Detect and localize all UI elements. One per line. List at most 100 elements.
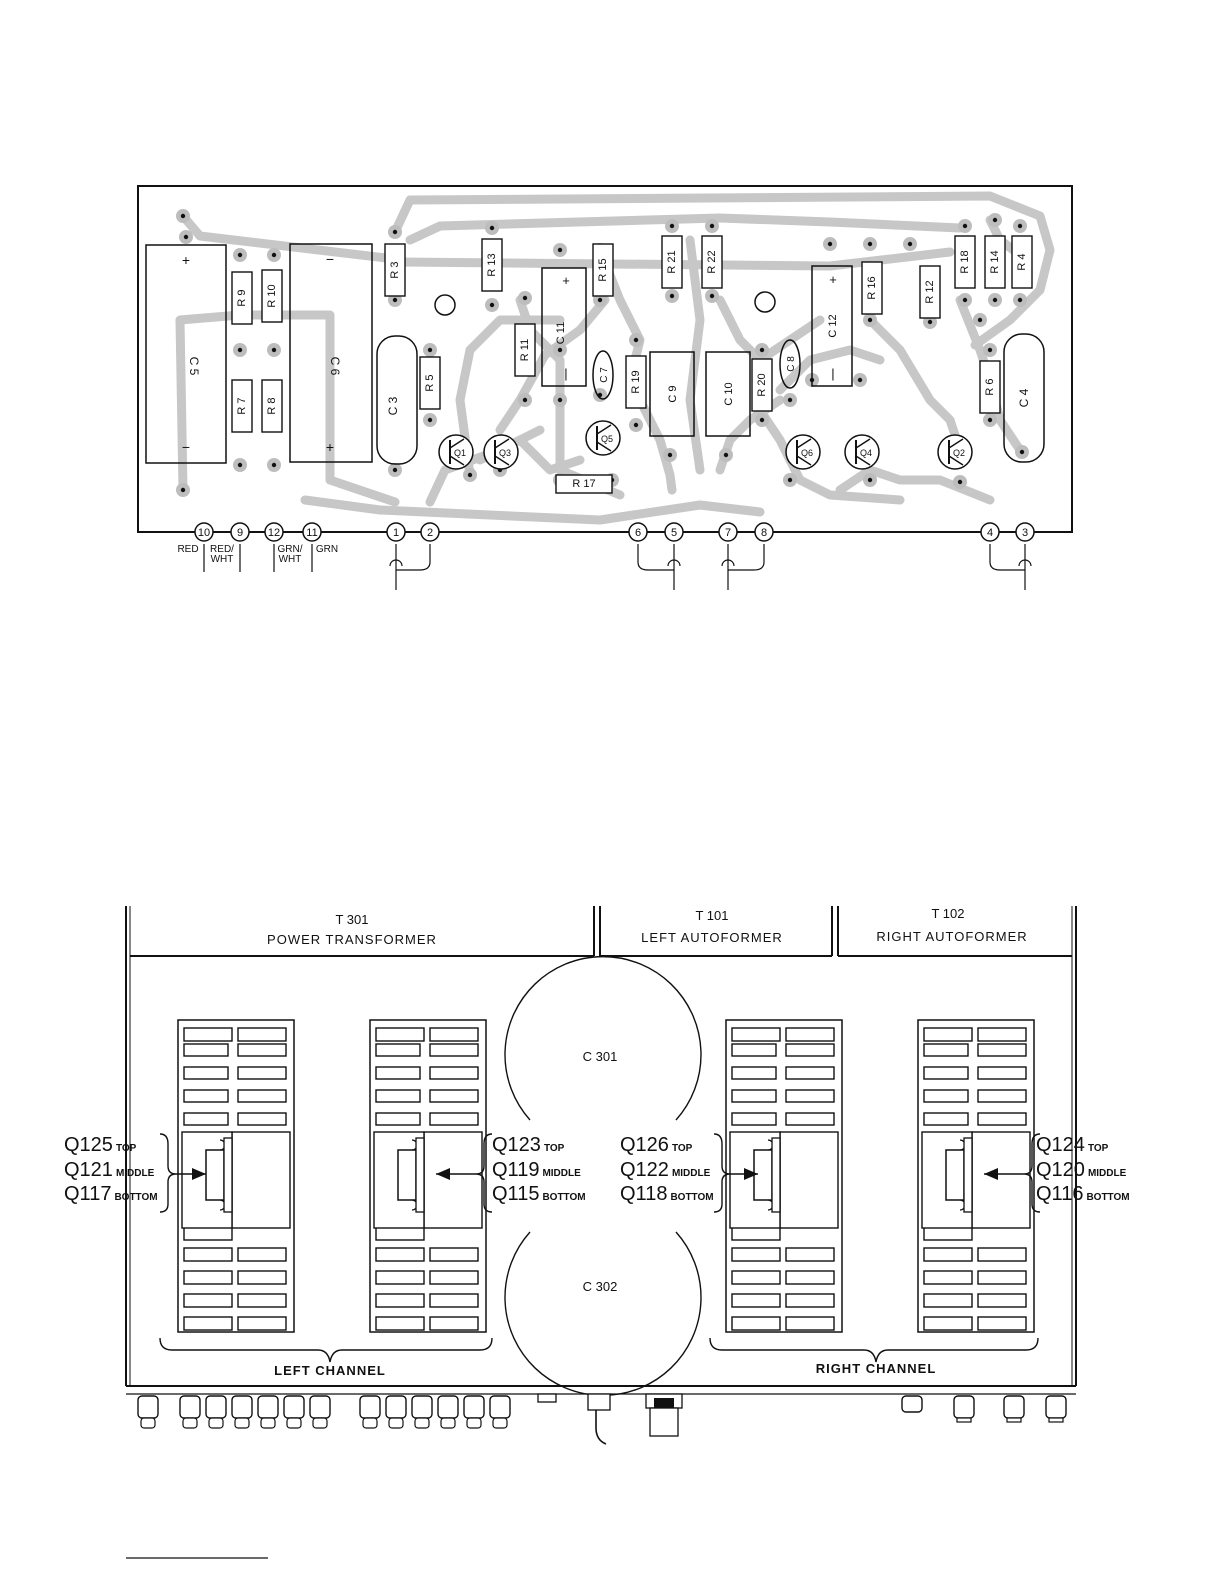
transistor-callout-position: BOTTOM	[670, 1192, 713, 1203]
heatsink-fin	[785, 1270, 835, 1285]
pcb-pad-hole	[857, 377, 863, 383]
heatsink-channel	[971, 1131, 1031, 1229]
pcb-pad-hole	[237, 347, 243, 353]
terminal-number: 7	[725, 527, 731, 539]
rca-jack	[385, 1395, 407, 1419]
power-transistor-tab	[963, 1137, 973, 1213]
pcb-pad-hole	[669, 293, 675, 299]
heatsink-fin	[183, 1043, 229, 1057]
heatsink-fin	[785, 1043, 835, 1057]
pcb-pad-hole	[557, 347, 563, 353]
heatsink-fin	[923, 1027, 973, 1042]
callout-brace	[159, 1133, 177, 1213]
resistor-body	[481, 238, 503, 292]
rca-jack	[489, 1395, 511, 1419]
terminal	[664, 522, 684, 542]
heatsink-fin	[731, 1027, 781, 1042]
resistor-label: R 5	[424, 374, 436, 391]
resistor-label: R 6	[984, 378, 996, 395]
resistor-label: R 15	[597, 258, 609, 281]
resistor-label: R 20	[756, 373, 768, 396]
resistor-body	[701, 235, 723, 289]
channel-braces	[159, 1337, 1039, 1363]
transistor-callout-position: MIDDLE	[672, 1168, 711, 1179]
heatsink-fin	[429, 1293, 479, 1308]
pcb-pad-hole	[489, 302, 495, 308]
capacitor-c9-body	[649, 351, 695, 437]
label-c12: C 12	[827, 314, 839, 337]
resistor-body	[1011, 235, 1033, 289]
pcb-pad-hole	[467, 472, 473, 478]
pcb-pad-hole	[759, 347, 765, 353]
pcb-pad-hole	[962, 297, 968, 303]
heatsink-fin	[183, 1112, 229, 1126]
resistor-body	[231, 271, 253, 325]
transformer-t101-name: LEFT AUTOFORMER	[641, 930, 783, 945]
heatsink-fin	[183, 1089, 229, 1103]
resistor-body	[261, 269, 283, 323]
transistor-callout-id: Q117	[64, 1183, 111, 1205]
pcb-pad-hole	[392, 229, 398, 235]
capacitor-c302-outline	[504, 1231, 702, 1396]
transistor-callout-position: MIDDLE	[542, 1168, 581, 1179]
pcb-pad-hole	[427, 417, 433, 423]
heatsink-fin	[237, 1089, 287, 1103]
capacitor-c301-label: C 301	[583, 1049, 618, 1064]
speaker-terminal-base	[1006, 1417, 1022, 1423]
transistor-body	[785, 434, 821, 470]
heatsink-fin	[375, 1293, 425, 1308]
transistor-callout-id: Q121	[64, 1159, 113, 1181]
polarity-c6-plus: +	[326, 439, 334, 455]
chassis-outline	[125, 906, 1077, 1395]
heatsink-fin	[785, 1316, 835, 1331]
transistor-label: Q2	[953, 448, 965, 458]
pcb-pad-hole	[237, 252, 243, 258]
ac-outlet-face	[654, 1398, 674, 1408]
heatsink-fin	[375, 1043, 421, 1057]
transistor-collector	[796, 438, 812, 449]
label-c10: C 10	[723, 382, 735, 405]
resistor-label: R 13	[486, 253, 498, 276]
pcb-pad-hole	[827, 241, 833, 247]
power-transistor-package	[205, 1149, 225, 1201]
rca-jack	[359, 1395, 381, 1419]
transistor-body	[937, 434, 973, 470]
power-cord-strain-relief	[587, 1393, 611, 1411]
terminal	[264, 522, 284, 542]
heatsink-fin	[375, 1316, 425, 1331]
transistor-callout-id: Q125	[64, 1134, 113, 1156]
heatsink-fin	[237, 1112, 287, 1126]
pcb-pad-hole	[992, 217, 998, 223]
pcb-pad-hole	[557, 247, 563, 253]
pcb-pad-hole	[867, 477, 873, 483]
transistor-collector	[494, 438, 510, 449]
heatsink-channel	[779, 1131, 839, 1229]
rca-jack	[137, 1395, 159, 1419]
transistor-body	[585, 420, 621, 456]
resistor-label: R 9	[236, 289, 248, 306]
polarity-c11-plus: +	[562, 273, 570, 288]
terminal-number: 6	[635, 527, 641, 539]
heatsink-fin	[237, 1066, 287, 1080]
transistor-collector	[449, 438, 465, 449]
pcb-pad-hole	[180, 213, 186, 219]
heatsink-fin	[923, 1247, 973, 1262]
resistor-label: R 19	[630, 370, 642, 393]
transistor-emitter	[494, 455, 510, 466]
polarity-c12-minus: |	[831, 366, 834, 381]
heatsink-fin	[785, 1293, 835, 1308]
wire-label-red: RED	[177, 544, 198, 555]
terminal	[194, 522, 214, 542]
mounting-hole-right	[754, 291, 776, 313]
heatsink-fin	[977, 1089, 1027, 1103]
rca-jack	[309, 1395, 331, 1419]
speaker-terminal	[953, 1395, 975, 1419]
